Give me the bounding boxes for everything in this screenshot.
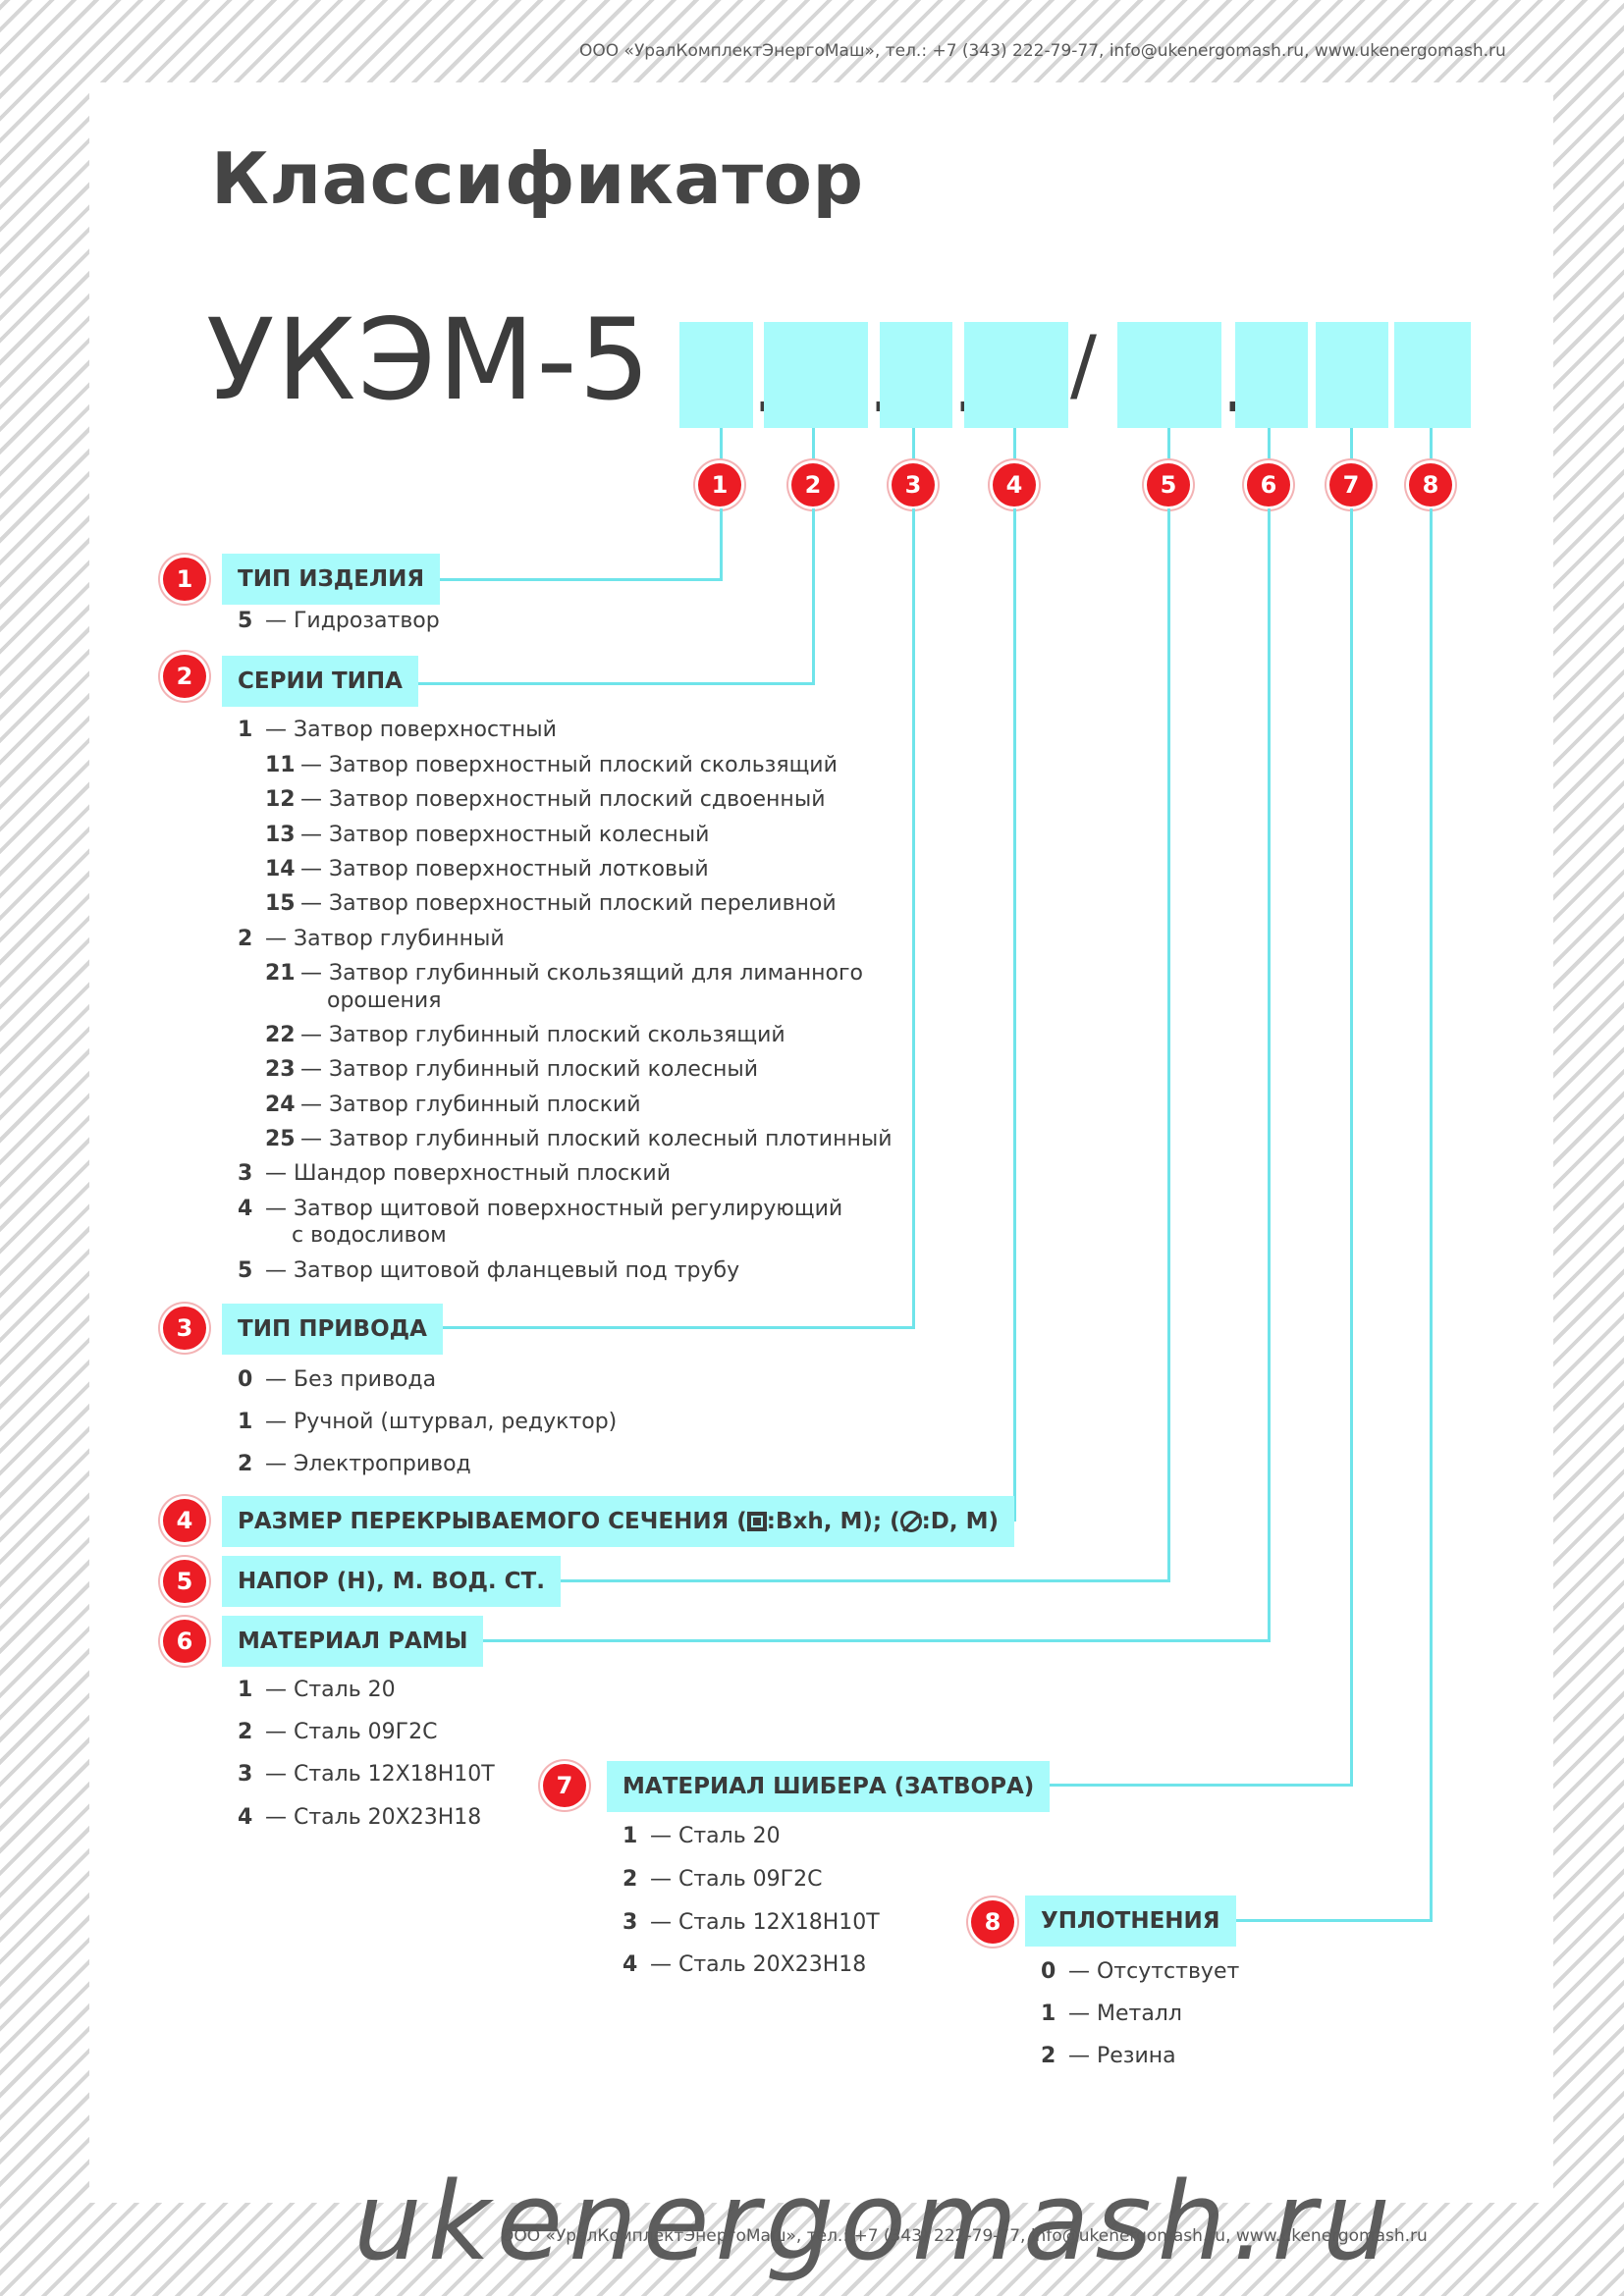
connector-line [1167,508,1170,1582]
list-item: 3— Шандор поверхностный плоский [238,1161,672,1186]
position-marker-4: 4 [993,463,1036,507]
connector-line [412,578,723,581]
list-item: 5— Гидрозатвор [238,609,440,633]
list-item: 1— Ручной (штурвал, редуктор) [238,1410,618,1434]
code-box-7 [1316,322,1388,428]
connector-line [1208,1919,1433,1922]
connector-line [720,428,723,467]
list-item: 15— Затвор поверхностный плоский перелив… [265,891,837,916]
list-item: 3— Сталь 12Х18Н10Т [623,1910,880,1935]
section-label-head: НАПОР (Н), М. ВОД. СТ. [222,1556,561,1607]
list-item-continuation: орошения [327,988,442,1013]
section-marker-3: 3 [163,1307,206,1350]
list-item: 22— Затвор глубинный плоский скользящий [265,1023,785,1047]
list-item: 24— Затвор глубинный плоский [265,1093,641,1117]
position-marker-1: 1 [698,463,741,507]
section-marker-7: 7 [543,1764,586,1807]
connector-line [812,508,815,685]
list-item: 1— Сталь 20 [623,1824,781,1848]
connector-line [1430,508,1433,1922]
code-box-8 [1394,322,1471,428]
list-item: 2— Электропривод [238,1452,471,1476]
list-item: 4— Сталь 20Х23Н18 [623,1952,867,1977]
list-item: 1— Металл [1041,2002,1182,2026]
footer-contact: ООО «УралКомплектЭнергоМаш», тел.: +7 (3… [501,2226,1428,2246]
code-box-1 [679,322,753,428]
list-item: 14— Затвор поверхностный лотковый [265,857,709,881]
connector-line [401,682,815,685]
position-marker-8: 8 [1409,463,1452,507]
position-marker-6: 6 [1247,463,1290,507]
section-label-gate-material: МАТЕРИАЛ ШИБЕРА (ЗАТВОРА) [607,1761,1051,1812]
square-section-icon [746,1512,767,1531]
section-marker-6: 6 [163,1620,206,1663]
connector-line [1268,428,1271,467]
connector-line [912,508,915,1329]
section-marker-4: 4 [163,1499,206,1542]
site-watermark: ukenergomash.ru [353,2159,1397,2284]
diameter-icon [899,1511,922,1532]
connector-line [720,508,723,581]
connector-line [514,1579,1170,1582]
connector-line [1268,508,1271,1642]
section-label-drive-type: ТИП ПРИВОДА [222,1304,443,1355]
list-item-continuation: с водосливом [292,1223,447,1248]
list-item: 2— Затвор глубинный [238,927,505,951]
list-item: 21— Затвор глубинный скользящий для лима… [265,961,864,986]
section-label-product-type: ТИП ИЗДЕЛИЯ [222,554,441,605]
connector-line [418,1326,915,1329]
list-item: 1— Затвор поверхностный [238,718,557,742]
position-marker-2: 2 [791,463,835,507]
code-box-4 [964,322,1068,428]
connector-line [461,1639,1271,1642]
list-item: 2— Сталь 09Г2С [623,1867,823,1892]
list-item: 3— Сталь 12Х18Н10Т [238,1762,495,1787]
code-box-5 [1117,322,1221,428]
page-title: Классификатор [211,137,864,220]
model-prefix: УКЭМ-5 [206,294,653,425]
code-slash: / [1070,319,1097,410]
connector-line [1430,428,1433,467]
section-marker-5: 5 [163,1560,206,1603]
code-box-6 [1235,322,1308,428]
code-box-3 [880,322,952,428]
connector-line [1167,428,1170,467]
list-item: 11— Затвор поверхностный плоский скользя… [265,753,838,777]
header-contact: ООО «УралКомплектЭнергоМаш», тел.: +7 (3… [579,41,1506,61]
section-label-type-series: СЕРИИ ТИПА [222,656,418,707]
list-item: 5— Затвор щитовой фланцевый под трубу [238,1258,740,1283]
section-label-frame-material: МАТЕРИАЛ РАМЫ [222,1616,484,1667]
position-marker-5: 5 [1147,463,1190,507]
connector-line [912,428,915,467]
list-item: 2— Сталь 09Г2С [238,1720,438,1744]
connector-line [1013,428,1016,467]
list-item: 13— Затвор поверхностный колесный [265,823,710,847]
connector-line [1350,508,1353,1787]
section-marker-2: 2 [163,655,206,698]
section-marker-1: 1 [163,558,206,601]
connector-line [1013,508,1016,1522]
position-marker-3: 3 [892,463,935,507]
list-item: 4— Сталь 20Х23Н18 [238,1805,482,1830]
section-label-seals: УПЛОТНЕНИЯ [1025,1896,1236,1947]
list-item: 25— Затвор глубинный плоский колесный пл… [265,1127,893,1151]
list-item: 1— Сталь 20 [238,1678,396,1702]
section-marker-8: 8 [971,1900,1014,1944]
list-item: 0— Без привода [238,1367,437,1392]
connector-line [1001,1784,1353,1787]
list-item: 23— Затвор глубинный плоский колесный [265,1057,759,1082]
list-item: 4— Затвор щитовой поверхностный регулиру… [238,1197,843,1221]
list-item: 2— Резина [1041,2044,1176,2068]
connector-line [812,428,815,467]
connector-line [1350,428,1353,467]
list-item: 12— Затвор поверхностный плоский сдвоенн… [265,787,826,812]
position-marker-7: 7 [1329,463,1373,507]
code-box-2 [764,322,868,428]
list-item: 0— Отсутствует [1041,1959,1240,1984]
section-label-section-size: РАЗМЕР ПЕРЕКРЫВАЕМОГО СЕЧЕНИЯ (:Bxh, М);… [222,1496,1015,1547]
page-sheet [89,82,1553,2203]
